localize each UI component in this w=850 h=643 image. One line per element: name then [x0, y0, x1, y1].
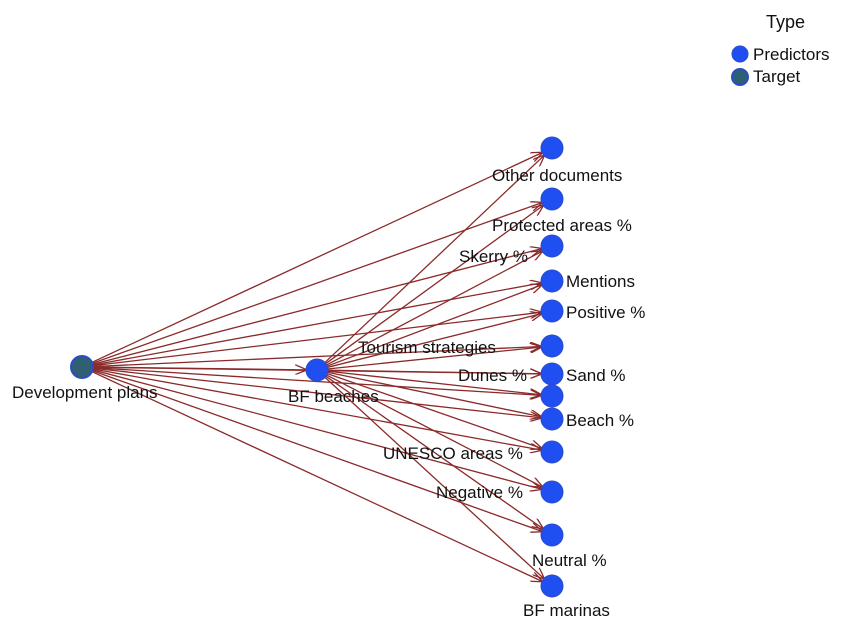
edge-development-plans-to-bf-marinas — [89, 370, 542, 582]
edge-bf-beaches-to-neutral — [323, 374, 543, 529]
labels-layer: Development plans BF beaches Other documen… — [12, 166, 645, 620]
edge-development-plans-to-tourism-strategies — [90, 346, 541, 368]
node-label-skerry: Skerry % — [459, 247, 528, 266]
edge-bf-beaches-to-tourism-strategies — [325, 347, 541, 370]
legend: Type Predictors Target — [731, 12, 830, 86]
edge-development-plans-to-neutral — [90, 369, 541, 531]
legend-swatch-predictors — [731, 45, 749, 63]
node-bf-beaches[interactable] — [305, 358, 329, 382]
node-positive[interactable] — [540, 299, 564, 323]
node-label-tourism-strategies: Tourism strategies — [358, 338, 496, 357]
edge-bf-beaches-to-positive — [325, 314, 542, 369]
legend-label-target: Target — [753, 67, 801, 86]
node-other-documents[interactable] — [540, 136, 564, 160]
node-label-other-documents: Other documents — [492, 166, 622, 185]
edge-development-plans-to-mentions — [90, 283, 541, 367]
legend-item-predictors: Predictors — [731, 45, 830, 64]
node-mentions[interactable] — [540, 269, 564, 293]
node-tourism-strategies[interactable] — [540, 334, 564, 358]
node-sand[interactable] — [540, 362, 564, 386]
edge-bf-beaches-to-other-documents — [323, 156, 544, 365]
edge-development-plans-to-skerry — [90, 249, 542, 366]
edge-bf-beaches-to-beach — [325, 371, 541, 417]
legend-swatch-target — [731, 68, 749, 86]
edge-bf-beaches-to-dunes — [325, 370, 541, 395]
edge-bf-beaches-to-bf-marinas — [323, 375, 544, 578]
node-label-positive: Positive % — [566, 303, 645, 322]
node-bf-marinas[interactable] — [540, 574, 564, 598]
edge-development-plans-to-positive — [90, 312, 541, 367]
node-beach[interactable] — [540, 407, 564, 431]
node-label-sand: Sand % — [566, 366, 626, 385]
edge-bf-beaches-to-skerry — [324, 251, 542, 367]
node-label-unesco-areas: UNESCO areas % — [383, 444, 523, 463]
node-label-bf-beaches: BF beaches — [288, 387, 379, 406]
edges-layer — [89, 153, 544, 582]
edge-development-plans-to-negative — [90, 368, 542, 489]
node-development-plans[interactable] — [70, 355, 94, 379]
node-dunes[interactable] — [540, 384, 564, 408]
node-negative[interactable] — [540, 480, 564, 504]
legend-item-target: Target — [731, 67, 801, 86]
node-label-protected-areas: Protected areas % — [492, 216, 632, 235]
node-label-development-plans: Development plans — [12, 383, 158, 402]
edge-development-plans-to-beach — [90, 367, 541, 418]
edge-bf-beaches-to-protected-areas — [323, 205, 543, 366]
edge-bf-beaches-to-mentions — [325, 285, 541, 368]
node-label-dunes: Dunes % — [458, 366, 527, 385]
node-label-negative: Negative % — [436, 483, 523, 502]
node-skerry[interactable] — [540, 234, 564, 258]
nodes-layer — [70, 136, 564, 598]
node-label-bf-marinas: BF marinas — [523, 601, 610, 620]
node-label-mentions: Mentions — [566, 272, 635, 291]
node-label-beach: Beach % — [566, 411, 634, 430]
legend-title: Type — [766, 12, 805, 32]
node-protected-areas[interactable] — [540, 187, 564, 211]
legend-label-predictors: Predictors — [753, 45, 830, 64]
node-label-neutral: Neutral % — [532, 551, 607, 570]
node-neutral[interactable] — [540, 523, 564, 547]
edge-development-plans-to-other-documents — [89, 153, 542, 364]
edge-bf-beaches-to-negative — [324, 373, 542, 487]
edge-bf-beaches-to-unesco-areas — [325, 372, 541, 448]
edge-development-plans-to-unesco-areas — [90, 367, 541, 450]
edge-bf-beaches-to-sand — [325, 370, 541, 374]
node-unesco-areas[interactable] — [540, 440, 564, 464]
